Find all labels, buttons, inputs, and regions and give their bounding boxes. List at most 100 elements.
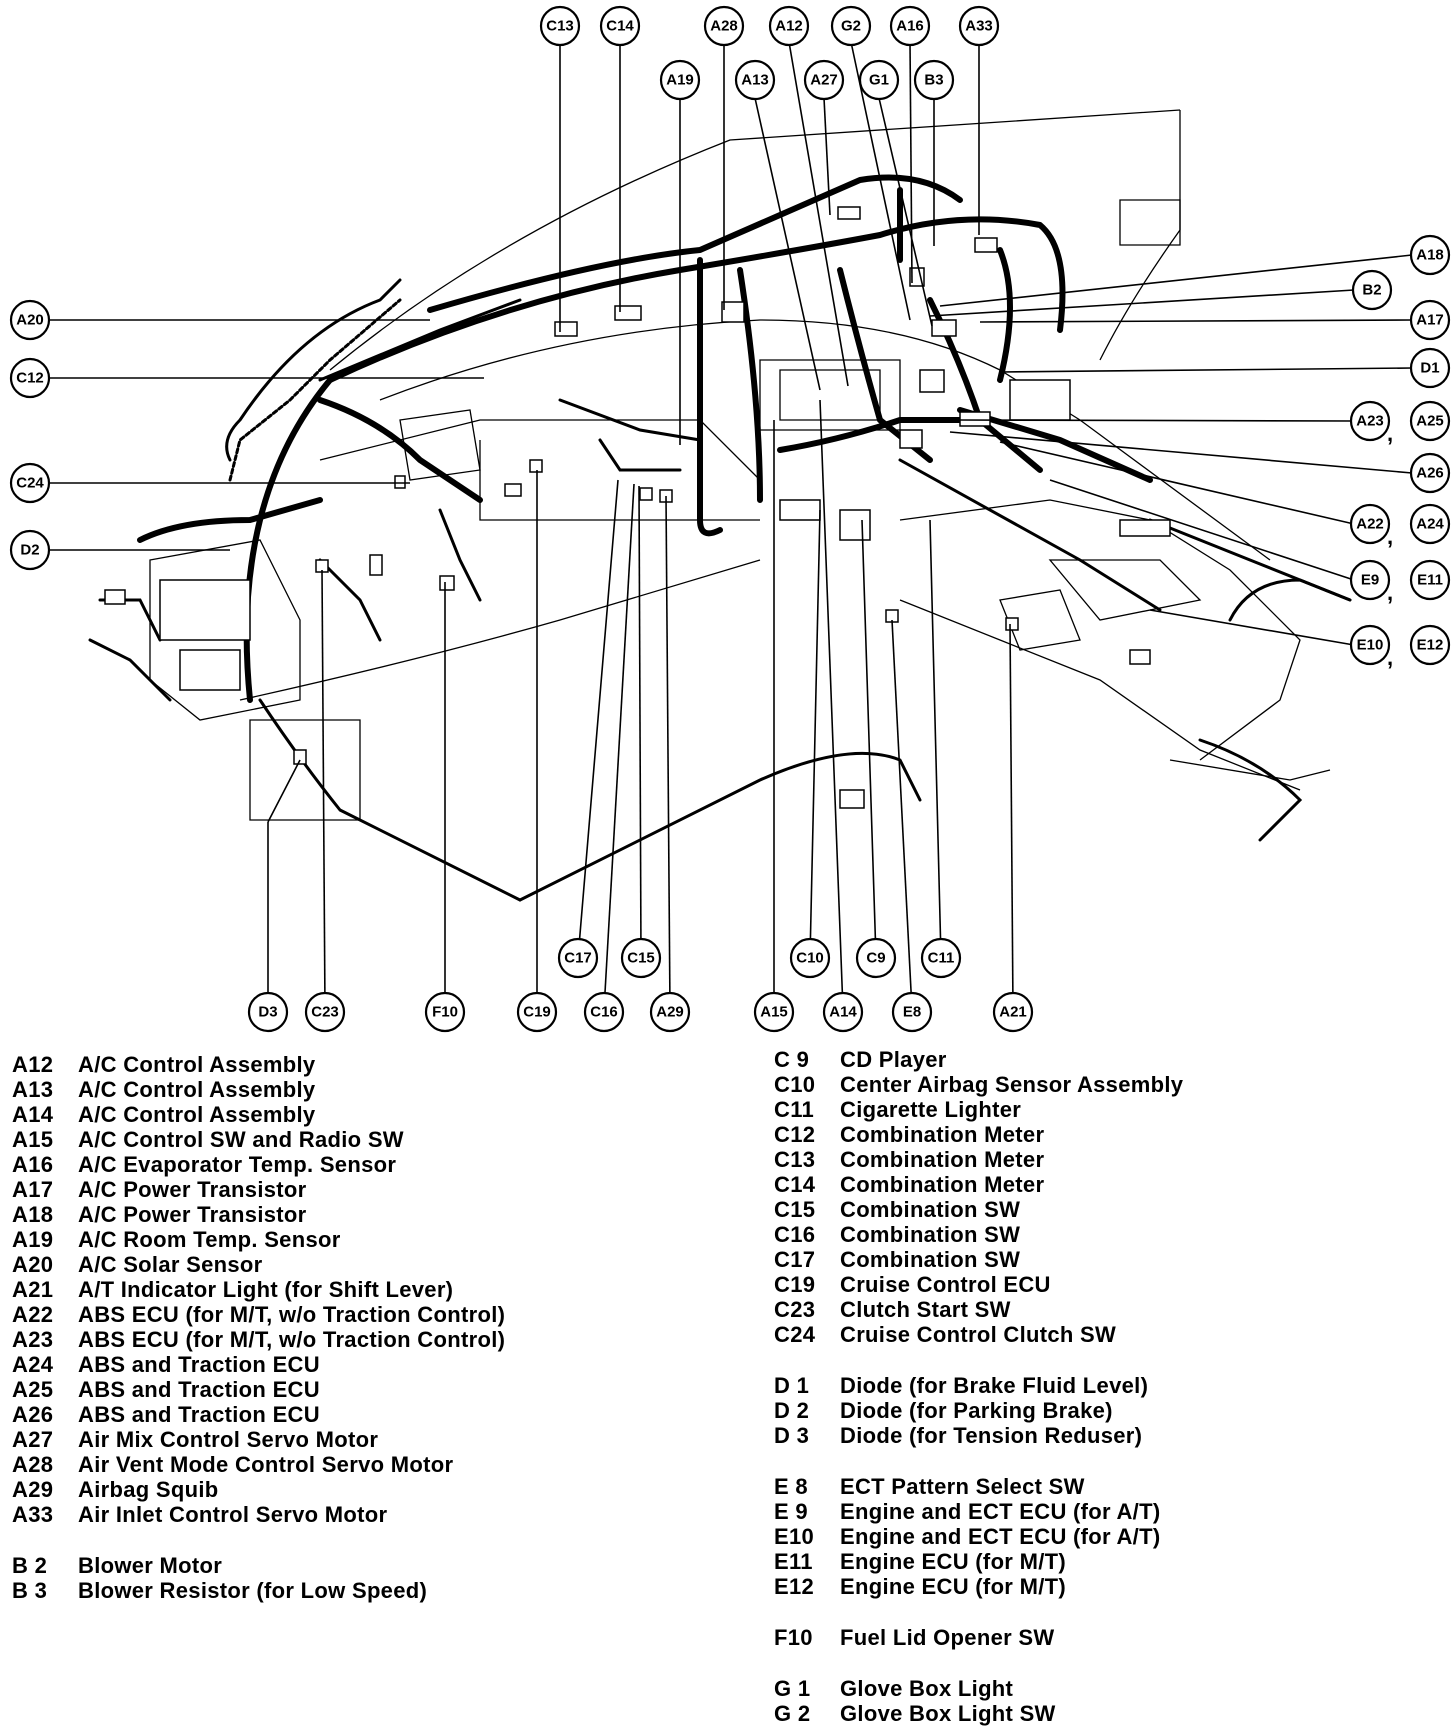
callout-label: G1 (869, 72, 889, 89)
legend-component-name: Blower Resistor (for Low Speed) (78, 1578, 428, 1603)
callout-a15: A15 (753, 991, 795, 1033)
callout-c14: C14 (599, 5, 641, 47)
callout-b3: B3 (913, 59, 955, 101)
callout-c9: C9 (855, 937, 897, 979)
legend-component-name: Combination SW (840, 1247, 1021, 1272)
legend-code: A28 (12, 1452, 54, 1477)
legend-component-name: Fuel Lid Opener SW (840, 1625, 1055, 1650)
legend-code: C12 (774, 1122, 816, 1147)
legend-row: A15 A/C Control SW and Radio SW (12, 1127, 505, 1152)
legend-code: A19 (12, 1227, 54, 1252)
callout-a21: A21 (992, 991, 1034, 1033)
callout-a26: A26 (1409, 452, 1451, 494)
callout-d3: D3 (247, 991, 289, 1033)
callout-a20: A20 (9, 299, 51, 341)
vehicle-body-outline (149, 109, 1331, 821)
callout-a27: A27 (803, 59, 845, 101)
callout-c13: C13 (539, 5, 581, 47)
callout-g1: G1 (858, 59, 900, 101)
callout-label: C23 (311, 1004, 339, 1021)
legend-component-name: Cruise Control ECU (840, 1272, 1051, 1297)
legend-component-name: ABS and Traction ECU (78, 1352, 320, 1377)
callout-leader-lines (50, 41, 1413, 1011)
legend-component-name: Diode (for Parking Brake) (840, 1398, 1113, 1423)
callout-label: C19 (523, 1004, 551, 1021)
callout-label: C17 (564, 950, 592, 967)
legend-component-name: Center Airbag Sensor Assembly (840, 1072, 1184, 1097)
legend-component-name: ABS ECU (for M/T, w/o Traction Control) (78, 1302, 506, 1327)
callout-e11: E11 (1409, 559, 1451, 601)
legend-code: C11 (774, 1097, 815, 1122)
legend-component-name: Blower Motor (78, 1553, 223, 1578)
legend-code: C16 (774, 1222, 816, 1247)
legend-code: A20 (12, 1252, 54, 1277)
legend-code: A17 (12, 1177, 54, 1202)
legend-code: C14 (774, 1172, 816, 1197)
legend-group-gap (774, 1347, 1183, 1373)
callout-label: C9 (866, 950, 885, 967)
callout-a17: A17 (1409, 299, 1451, 341)
legend-code: A26 (12, 1402, 54, 1427)
legend-component-name: Engine ECU (for M/T) (840, 1549, 1066, 1574)
legend-component-name: A/T Indicator Light (for Shift Lever) (78, 1277, 454, 1302)
callout-a29: A29 (649, 991, 691, 1033)
callout-label: A12 (775, 18, 803, 35)
callout-label: B2 (1362, 282, 1381, 299)
callout-label: C14 (606, 18, 634, 35)
legend-group-gap (774, 1448, 1183, 1474)
legend-code: E12 (774, 1574, 815, 1599)
legend-code: A15 (12, 1127, 54, 1152)
svg-text:,: , (1387, 645, 1393, 670)
callout-label: C15 (627, 950, 655, 967)
callout-a14: A14 (822, 991, 864, 1033)
callout-c24: C24 (9, 462, 51, 504)
callout-label: C16 (590, 1004, 618, 1021)
legend-code: C13 (774, 1147, 816, 1172)
legend-component-name: Cigarette Lighter (840, 1097, 1022, 1122)
callout-label: E10 (1357, 637, 1384, 654)
callout-c19: C19 (516, 991, 558, 1033)
legend-row: C11 Cigarette Lighter (774, 1097, 1183, 1122)
legend-component-name: A/C Room Temp. Sensor (78, 1227, 341, 1252)
legend-component-name: Air Mix Control Servo Motor (78, 1427, 379, 1452)
legend-component-name: Combination SW (840, 1222, 1021, 1247)
callout-d2: D2 (9, 529, 51, 571)
callout-label: A29 (656, 1004, 684, 1021)
legend-component-name: Combination Meter (840, 1147, 1045, 1172)
legend-code: C24 (774, 1322, 816, 1347)
legend-component-name: A/C Control SW and Radio SW (78, 1127, 404, 1152)
legend-code: D 2 (774, 1398, 810, 1423)
legend-row: E 8 ECT Pattern Select SW (774, 1474, 1183, 1499)
callout-label: E12 (1417, 637, 1444, 654)
legend-component-name: ECT Pattern Select SW (840, 1474, 1085, 1499)
legend-row: A20 A/C Solar Sensor (12, 1252, 505, 1277)
callout-label: G2 (841, 18, 861, 35)
callout-label: A28 (710, 18, 738, 35)
legend-code: A23 (12, 1327, 54, 1352)
callout-pair-commas: , , , , (1387, 421, 1393, 670)
callout-label: F10 (432, 1004, 458, 1021)
callout-label: A13 (741, 72, 769, 89)
callout-b2: B2 (1351, 269, 1393, 311)
legend-row: C13 Combination Meter (774, 1147, 1183, 1172)
legend-component-name: CD Player (840, 1047, 947, 1072)
callout-label: A25 (1416, 413, 1444, 430)
legend-component-name: A/C Solar Sensor (78, 1252, 263, 1277)
legend-code: E 8 (774, 1474, 808, 1499)
